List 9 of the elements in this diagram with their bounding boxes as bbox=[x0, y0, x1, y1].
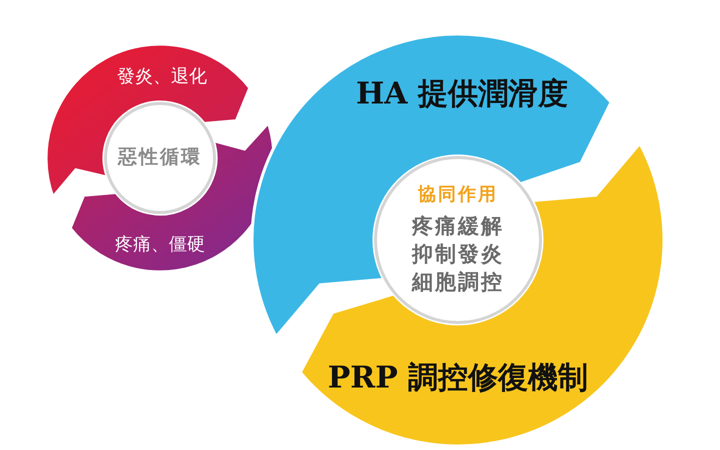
segment-label: PRP 調控修復機制 bbox=[328, 360, 588, 398]
circle-heading: 協同作用 bbox=[418, 183, 498, 208]
segment-label: HA 提供潤滑度 bbox=[356, 76, 568, 114]
circle-text: 惡性循環 bbox=[118, 145, 202, 170]
circle-text: 疼痛緩解 bbox=[412, 212, 504, 240]
segment-label: 疼痛、僵硬 bbox=[115, 233, 205, 256]
circle-text: 抑制發炎 bbox=[412, 240, 504, 268]
circle-text: 細胞調控 bbox=[412, 269, 504, 296]
segment-label: 發炎、退化 bbox=[117, 65, 207, 88]
